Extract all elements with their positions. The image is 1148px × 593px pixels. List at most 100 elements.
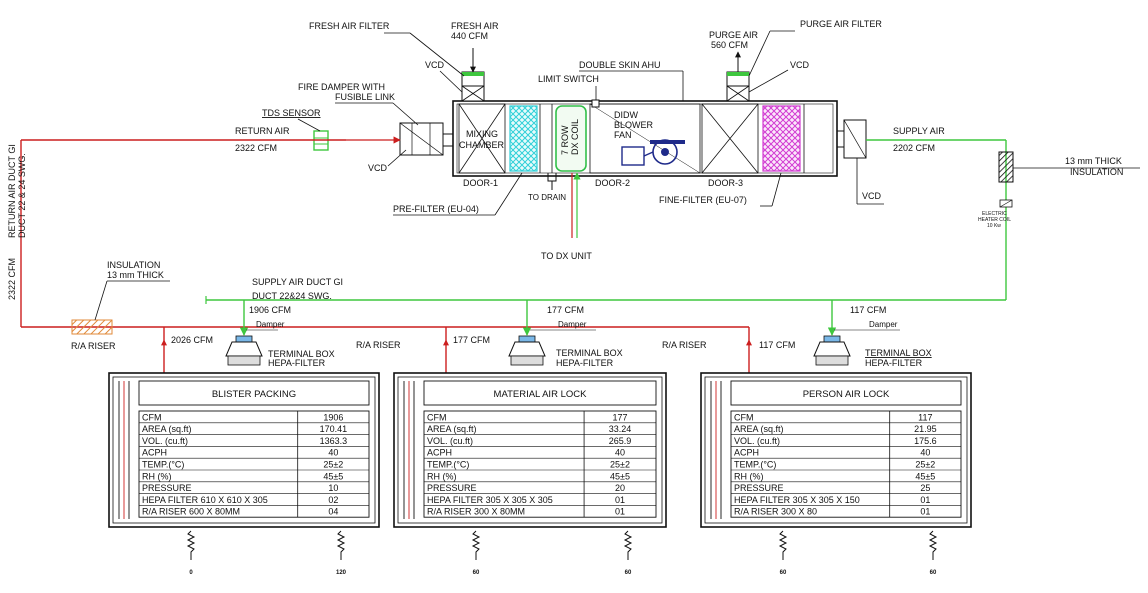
purge-air-filter-label: PURGE AIR FILTER bbox=[800, 19, 882, 29]
heater-label-3: 10 Kw bbox=[987, 223, 1001, 229]
room-param-label: CFM bbox=[734, 412, 754, 422]
room-param-value: 40 bbox=[920, 448, 930, 458]
ra-riser-label-1: R/A RISER bbox=[71, 341, 116, 351]
room-title: PERSON AIR LOCK bbox=[803, 389, 890, 400]
return-insulation bbox=[71, 319, 113, 335]
room-param-label: R/A RISER 300 X 80MM bbox=[427, 507, 525, 517]
fresh-air-filter-label: FRESH AIR FILTER bbox=[309, 21, 390, 31]
room-param-label: HEPA FILTER 305 X 305 X 305 bbox=[427, 495, 553, 505]
hepa-filter-label-2: HEPA-FILTER bbox=[556, 358, 614, 368]
room-param-value: 40 bbox=[328, 448, 338, 458]
room-param-label: VOL. (cu.ft) bbox=[734, 436, 780, 446]
room-table bbox=[730, 410, 962, 518]
terminal-box-3: Damper TERMINAL BOX HEPA-FILTER bbox=[813, 320, 932, 368]
to-dx-unit-label: TO DX UNIT bbox=[541, 251, 592, 261]
room-wall-outer bbox=[700, 372, 972, 528]
room-param-label: CFM bbox=[142, 412, 162, 422]
coil-label: 7 ROWDX COIL bbox=[560, 119, 580, 155]
room-param-label: AREA (sq.ft) bbox=[427, 424, 477, 434]
supply-air-duct bbox=[205, 139, 1014, 336]
heater-label-1: ELECTRIC bbox=[982, 211, 1007, 217]
branch-1-cfm: 1906 CFM bbox=[249, 305, 291, 315]
room-wall-outer bbox=[393, 372, 667, 528]
room-param-label: VOL. (cu.ft) bbox=[142, 436, 188, 446]
plenum-section bbox=[701, 103, 759, 174]
room-param-value: 01 bbox=[615, 495, 625, 505]
riser-2-cfm: 177 CFM bbox=[453, 335, 490, 345]
room-title: MATERIAL AIR LOCK bbox=[494, 389, 588, 400]
vcd-label-supply: VCD bbox=[862, 191, 882, 201]
supply-air-cfm: 2202 CFM bbox=[893, 143, 935, 153]
room-param-label: PRESSURE bbox=[427, 483, 477, 493]
damper-label-3: Damper bbox=[869, 320, 898, 329]
room-param-value: 25±2 bbox=[610, 460, 630, 470]
room-param-label: ACPH bbox=[427, 448, 452, 458]
room-param-value: 45±5 bbox=[610, 471, 630, 481]
return-duct-cfm: 2322 CFM bbox=[7, 258, 17, 300]
room-param-label: R/A RISER 300 X 80 bbox=[734, 507, 817, 517]
return-duct-label: RETURN AIR DUCT GIDUCT 22 & 24 SWG. bbox=[7, 144, 27, 238]
room-title-box bbox=[138, 380, 370, 406]
purge-air-outlet: PURGE AIR 560 CFM PURGE AIR FILTER VCD bbox=[709, 19, 882, 102]
blower-section bbox=[589, 103, 701, 174]
damper-label-1: Damper bbox=[256, 320, 285, 329]
blower-label-2: BLOWER bbox=[614, 120, 654, 130]
vcd-label-return: VCD bbox=[368, 163, 388, 173]
room-table bbox=[138, 410, 370, 518]
ra-riser-label-3: R/A RISER bbox=[662, 340, 707, 350]
room-param-value: 25 bbox=[920, 483, 930, 493]
room-param-value: 265.9 bbox=[609, 436, 632, 446]
vcd-label-fresh: VCD bbox=[425, 60, 445, 70]
blower-fan-icon bbox=[621, 139, 685, 166]
dx-coil bbox=[555, 105, 587, 172]
door-2-label: DOOR-2 bbox=[595, 178, 630, 188]
room-param-value: 45±5 bbox=[323, 471, 343, 481]
mixing-chamber bbox=[458, 103, 506, 174]
limit-switch-label: LIMIT SWITCH bbox=[538, 74, 599, 84]
room-param-label: TEMP.(°C) bbox=[734, 460, 776, 470]
pre-filter-label: PRE-FILTER (EU-04) bbox=[393, 204, 479, 214]
electric-heater-icon bbox=[999, 199, 1013, 208]
branch-3-cfm: 117 CFM bbox=[850, 305, 886, 315]
fire-damper: FIRE DAMPER WITH FUSIBLE LINK VCD bbox=[298, 82, 453, 173]
room-param-value: 01 bbox=[615, 507, 625, 517]
exhaust-value: 120 bbox=[336, 570, 347, 576]
exhaust-spring-icon bbox=[623, 530, 633, 560]
double-skin-label: DOUBLE SKIN AHU bbox=[579, 60, 661, 70]
room-param-label: TEMP.(°C) bbox=[427, 460, 469, 470]
room-param-value: 01 bbox=[920, 507, 930, 517]
room-wall-outer bbox=[108, 372, 380, 528]
supply-duct-label-2: DUCT 22&24 SWG. bbox=[252, 291, 332, 301]
room-param-value: 1906 bbox=[323, 412, 343, 422]
room-param-label: ACPH bbox=[734, 448, 759, 458]
exhaust-spring-icon bbox=[928, 530, 938, 560]
insulation-right-label-1: 13 mm THICK bbox=[1065, 156, 1122, 166]
room-param-label: PRESSURE bbox=[142, 483, 192, 493]
room-param-value: 25±2 bbox=[915, 460, 935, 470]
damper-label-2: Damper bbox=[558, 320, 587, 329]
room-param-label: TEMP.(°C) bbox=[142, 460, 184, 470]
room-param-value: 175.6 bbox=[914, 436, 937, 446]
purge-air-cfm: 560 CFM bbox=[711, 40, 748, 50]
ra-riser-label-2: R/A RISER bbox=[356, 340, 401, 350]
door-1-label: DOOR-1 bbox=[463, 178, 498, 188]
room-param-value: 117 bbox=[918, 412, 932, 422]
terminal-box-1: Damper TERMINAL BOX HEPA-FILTER bbox=[225, 320, 335, 368]
room-param-label: RH (%) bbox=[734, 471, 764, 481]
room-param-label: RH (%) bbox=[142, 471, 172, 481]
riser-3-cfm: 117 CFM bbox=[759, 340, 795, 350]
fine-filter-label: FINE-FILTER (EU-07) bbox=[659, 195, 747, 205]
pre-filter-element bbox=[509, 105, 538, 172]
room-param-label: HEPA FILTER 305 X 305 X 150 bbox=[734, 495, 860, 505]
insulation-left-label-2: 13 mm THICK bbox=[107, 270, 164, 280]
room-param-value: 01 bbox=[920, 495, 930, 505]
room-param-label: PRESSURE bbox=[734, 483, 784, 493]
room-param-value: 04 bbox=[328, 507, 338, 517]
room-wall-inner bbox=[397, 376, 663, 524]
purge-air-label: PURGE AIR bbox=[709, 30, 759, 40]
exhaust-value: 60 bbox=[930, 570, 937, 576]
